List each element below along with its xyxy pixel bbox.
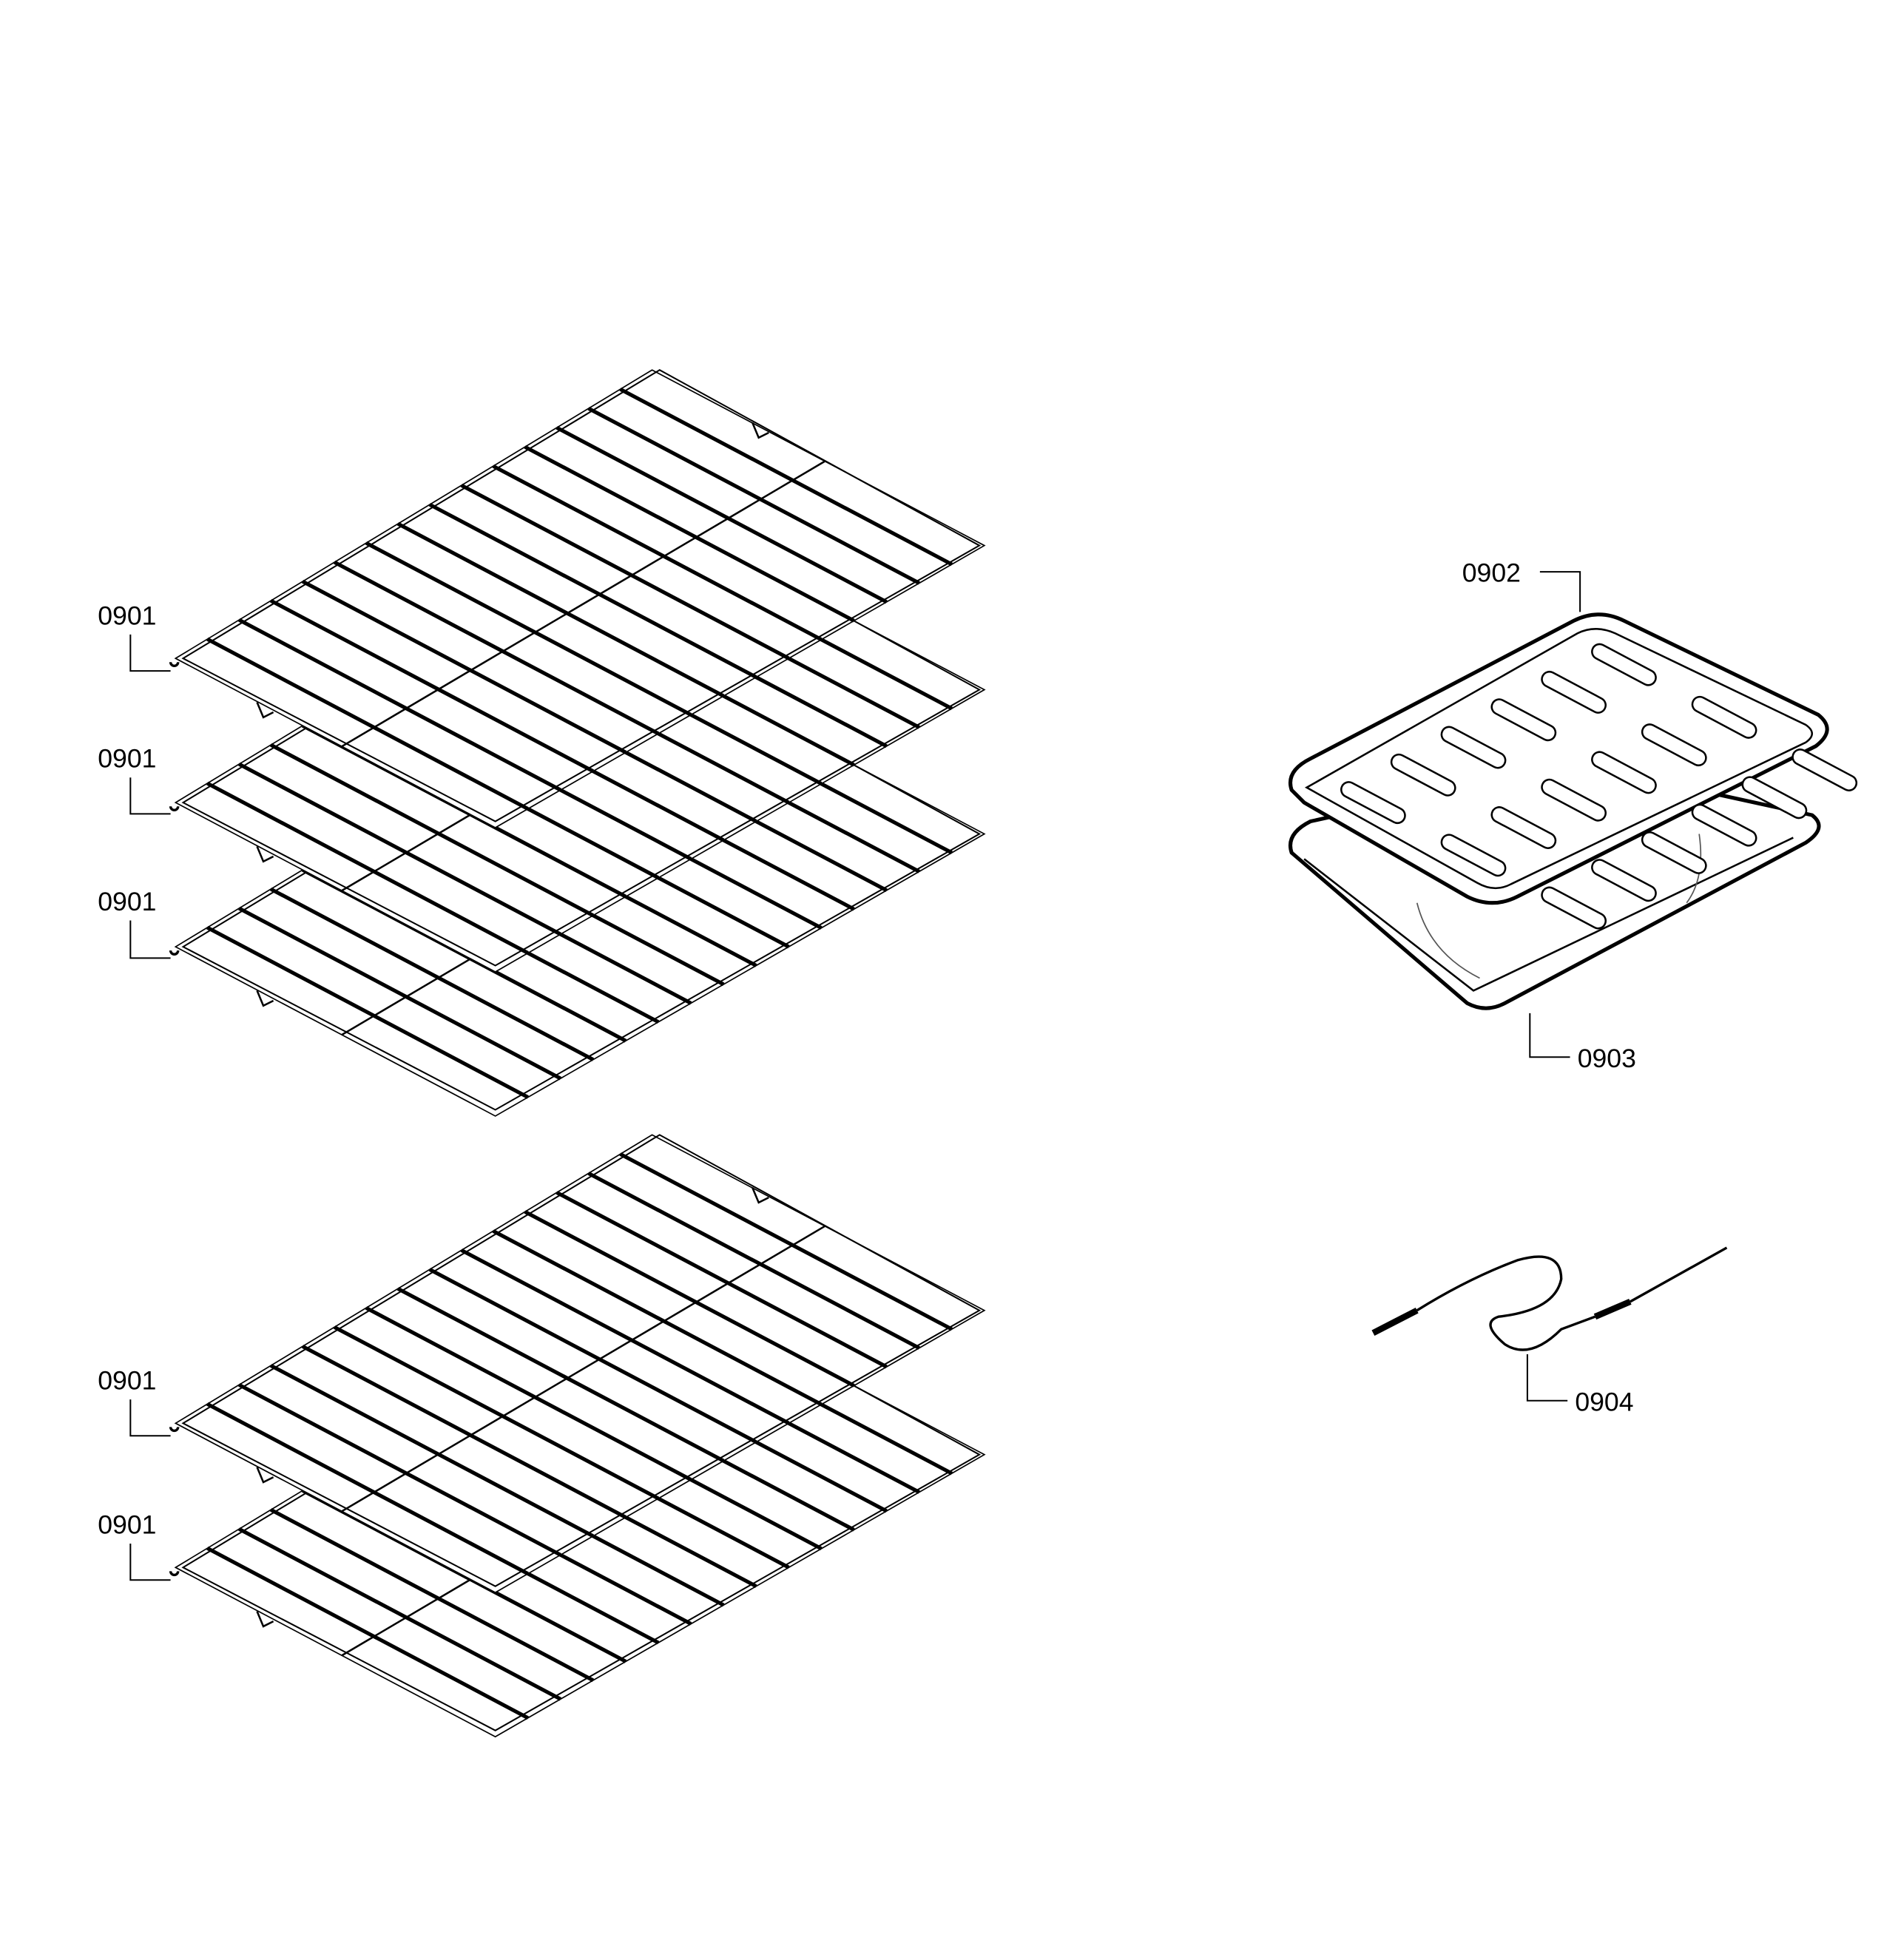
callout-rack-2: 0901: [98, 744, 171, 815]
meat-probe: [1371, 1246, 1728, 1351]
grid-slot: [1541, 778, 1607, 822]
grid-slot: [1591, 643, 1657, 686]
grid-slot: [1340, 781, 1406, 825]
grid-slot: [1791, 748, 1858, 791]
callout-rack-5: 0901: [98, 1510, 171, 1581]
part-label-0904: 0904: [1575, 1387, 1633, 1416]
grid-slot: [1440, 834, 1507, 877]
part-label-0901: 0901: [98, 887, 156, 916]
grid-slot: [1490, 698, 1557, 742]
callout-probe: 0904: [1526, 1354, 1634, 1416]
callout-rack-4: 0901: [98, 1366, 171, 1437]
oven-racks: [169, 369, 986, 1738]
part-label-0901: 0901: [98, 1510, 156, 1539]
oven-rack: [169, 369, 986, 828]
grid-slot: [1591, 751, 1657, 794]
oven-rack: [169, 1134, 986, 1594]
grid-slot: [1691, 695, 1757, 739]
part-label-0901: 0901: [98, 1366, 156, 1396]
callout-grid: 0902: [1462, 558, 1581, 612]
grid-slot: [1541, 886, 1607, 930]
part-label-0902: 0902: [1462, 558, 1521, 588]
broil-pan-grid: [1289, 612, 1858, 930]
part-label-0903: 0903: [1578, 1044, 1636, 1073]
grid-slot: [1641, 723, 1707, 767]
part-label-0901: 0901: [98, 601, 156, 630]
grid-slot: [1691, 803, 1757, 847]
callout-rack-3: 0901: [98, 887, 171, 959]
grid-slot: [1440, 726, 1507, 769]
grid-slot: [1541, 670, 1607, 714]
grid-slot: [1490, 806, 1557, 849]
grid-slot: [1390, 753, 1456, 797]
grid-slot: [1741, 776, 1808, 820]
grid-slot: [1641, 831, 1707, 874]
callout-rack-1: 0901: [98, 601, 171, 672]
grid-slot: [1591, 859, 1657, 902]
part-label-0901: 0901: [98, 744, 156, 774]
callout-pan: 0903: [1529, 1013, 1636, 1073]
